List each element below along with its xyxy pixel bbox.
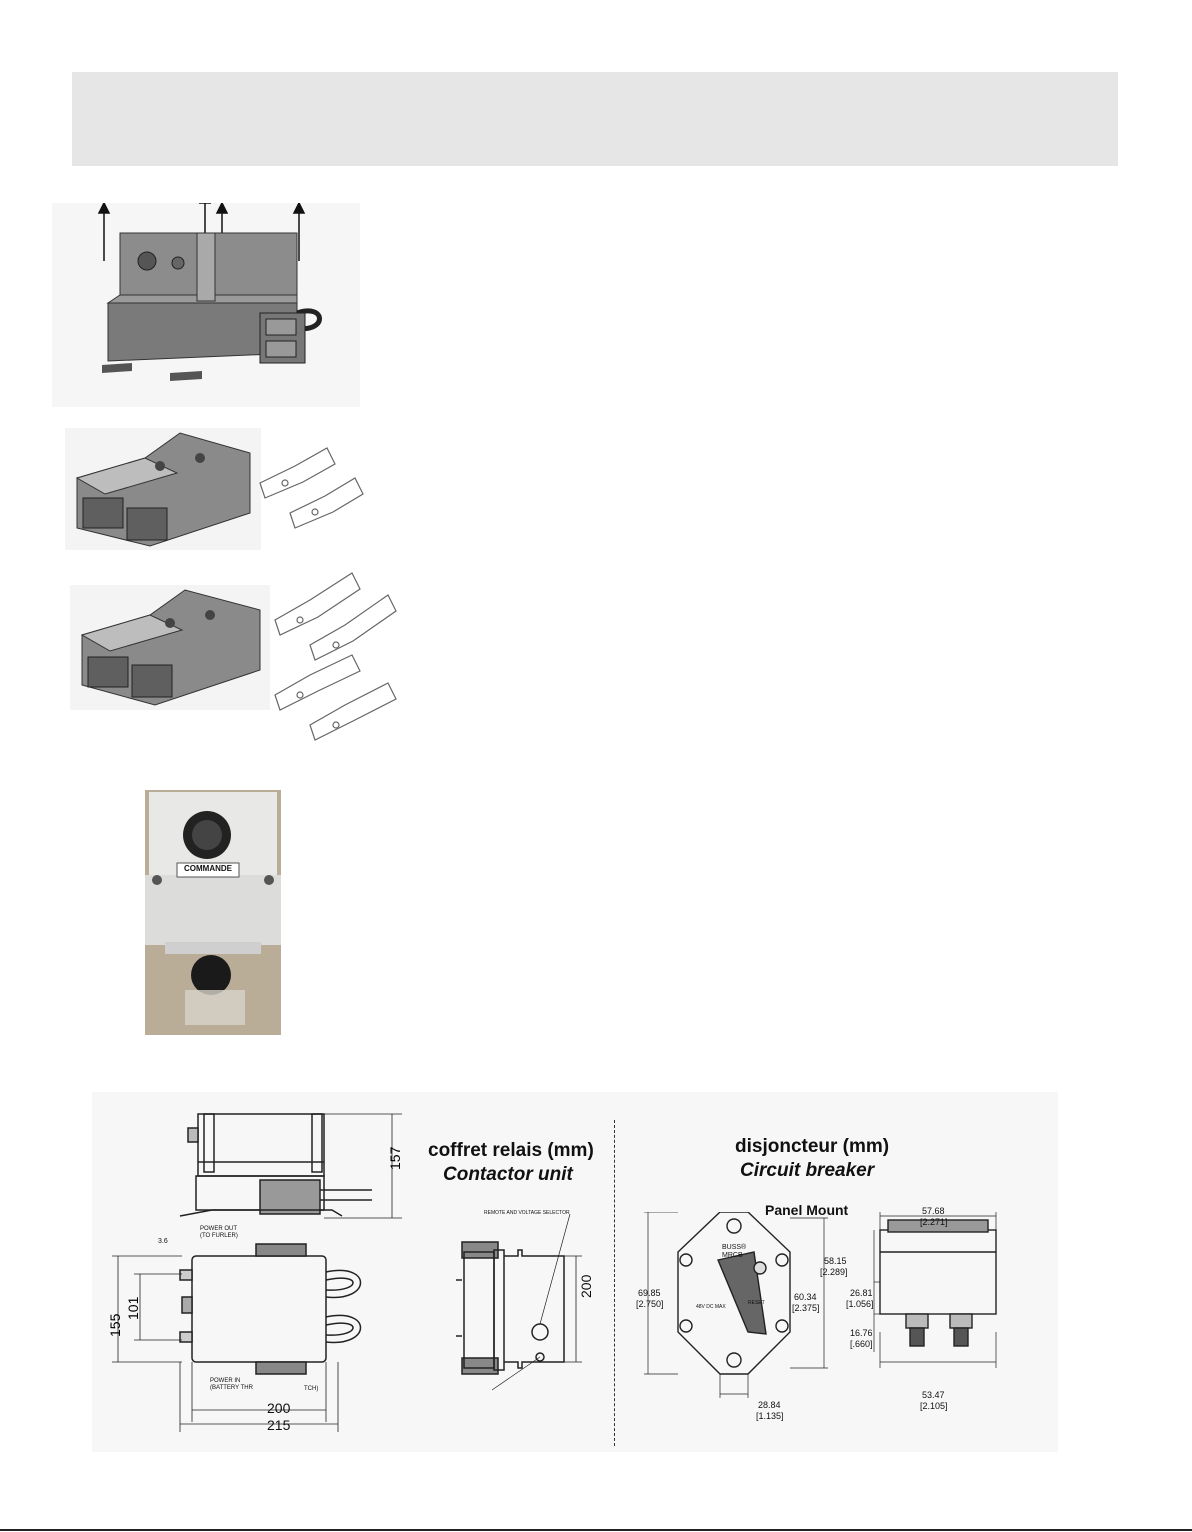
contactor-dim-200: 200 [578,1274,594,1298]
dim-200-width: 200 [267,1400,291,1416]
dim-53-47: 53.47 [922,1390,945,1400]
connector-4-terminals [70,565,402,750]
small-dim-label: 3.6 [158,1238,168,1245]
dim-101: 101 [125,1296,141,1320]
dim-60-34-in: [2.375] [792,1303,820,1313]
breaker-brand: BUSS® [722,1244,747,1251]
dim-16-76: 16.76 [850,1328,873,1338]
dimension-drawings: 157 155 101 POWER [92,1092,1058,1452]
contactor-drawing [456,1213,582,1391]
breaker-title-en: Circuit breaker [740,1160,875,1181]
breaker-drawing [644,1212,997,1398]
dim-53-47-in: [2.105] [920,1401,948,1411]
dim-58-15: 58.15 [824,1256,847,1266]
dim-69-85: 69.85 [638,1288,661,1298]
contactor-title-en: Contactor unit [443,1164,573,1185]
connector-2-terminals [65,428,383,550]
selector-label: REMOTE AND VOLTAGE SELECTOR [484,1210,570,1216]
dim-157: 157 [387,1146,403,1170]
power-in-label: POWER IN (BATTERY THR [210,1378,253,1391]
dim-16-76-in: [.660] [850,1339,873,1349]
dim-60-34: 60.34 [794,1292,817,1302]
commande-label: COMMANDE [184,864,232,873]
dim-215-width: 215 [267,1417,291,1433]
breaker-title-fr: disjoncteur (mm) [735,1136,890,1157]
breaker-reset: RESET [748,1300,765,1306]
tch-label: TCH) [304,1386,319,1392]
dim-28-84: 28.84 [758,1400,781,1410]
breaker-rating: 48V DC MAX [696,1304,726,1310]
relay-box-side-view: 157 155 101 [107,1113,403,1432]
dim-155: 155 [107,1313,123,1337]
dim-28-84-in: [1.135] [756,1411,784,1421]
dim-69-85-in: [2.750] [636,1299,664,1309]
relay-photo: COMMANDE [145,790,281,1035]
bottom-rule [0,1529,1192,1531]
relay-box-render [52,203,360,407]
header-band [72,72,1118,166]
contactor-title-fr: coffret relais (mm) [428,1140,594,1161]
breaker-model: MRCB [722,1252,743,1259]
dim-26-81: 26.81 [850,1288,873,1298]
breaker-subtitle: Panel Mount [765,1202,849,1218]
section-divider [614,1120,615,1446]
dim-26-81-in: [1.056] [846,1299,874,1309]
dim-57-68-in: [2.271] [920,1217,948,1227]
dim-58-15-in: [2.289] [820,1267,848,1277]
power-out-label: POWER OUT (TO FURLER) [200,1226,238,1239]
dim-57-68: 57.68 [922,1206,945,1216]
